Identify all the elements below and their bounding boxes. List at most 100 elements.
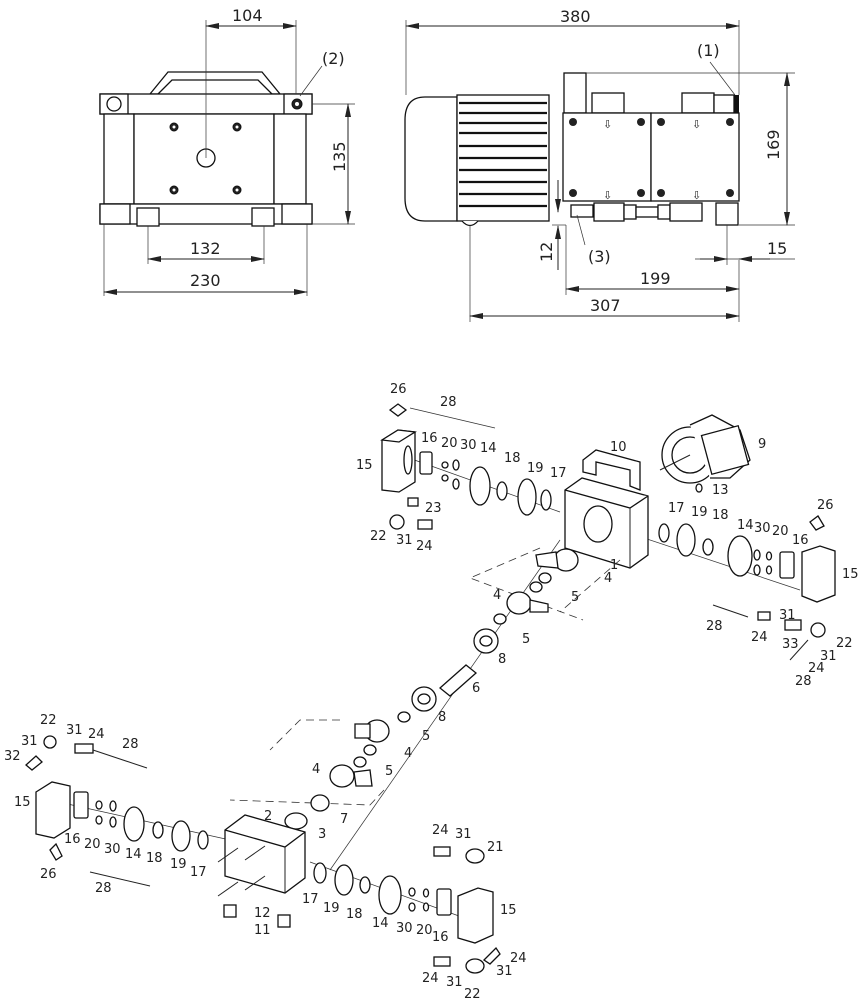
part-label-24: 24 [432,823,449,838]
pump-head-left [562,112,652,202]
bracket-10 [582,449,641,491]
part-label-4: 4 [604,571,612,586]
part-label-14: 14 [480,441,497,456]
part-label-18: 18 [504,451,521,466]
part-label-4: 4 [312,762,320,777]
part-label-10: 10 [610,440,627,455]
part-label-22: 22 [370,529,387,544]
part-label-18: 18 [712,508,729,523]
part-label-5: 5 [522,632,530,647]
part-label-12: 12 [254,906,271,921]
part-label-15: 15 [842,567,859,582]
part-label-31: 31 [779,608,796,623]
part-label-31: 31 [66,723,83,738]
part-label-22: 22 [40,713,57,728]
part-label-5: 5 [385,764,393,779]
part-label-32: 32 [4,749,21,764]
part-label-5: 5 [422,729,430,744]
front-view: 104 135 132 230 (2) [99,6,355,296]
shaft-6 [438,664,478,697]
part-label-31: 31 [496,964,513,979]
part-label-31: 31 [820,649,837,664]
side-view: ⇩⇩ ⇩⇩ 380 169 12 (3) (1) 15 199 [404,7,795,322]
part-label-15: 15 [356,458,373,473]
part-label-19: 19 [691,505,708,520]
part-label-16: 16 [421,431,438,446]
part-label-28: 28 [795,674,812,689]
svg-text:⇩: ⇩ [603,118,612,131]
part-label-15: 15 [14,795,31,810]
part-label-24: 24 [751,630,768,645]
part-label-7: 7 [340,812,348,827]
part-label-2: 2 [264,809,272,824]
part-label-8: 8 [438,710,446,725]
part-label-20: 20 [416,923,433,938]
part-label-28: 28 [706,619,723,634]
part-label-28: 28 [122,737,139,752]
head-cover-15-lower-left [35,781,71,839]
callout-port-3: (3) [588,247,611,266]
part-label-19: 19 [527,461,544,476]
exploded-view: 26 28 16 20 30 14 18 19 17 15 23 22 31 2… [4,382,859,1002]
svg-text:⇩: ⇩ [603,189,612,202]
part-label-15: 15 [500,903,517,918]
part-label-24: 24 [422,971,439,986]
part-label-1: 1 [610,558,618,573]
part-label-26: 26 [390,382,407,397]
part-label-9: 9 [758,437,766,452]
dim-169: 169 [764,129,783,160]
dim-132: 132 [190,239,221,258]
head-cover-15-right [801,545,836,603]
part-label-4: 4 [404,746,412,761]
part-label-14: 14 [372,916,389,931]
part-label-4: 4 [493,588,501,603]
part-label-22: 22 [836,636,853,651]
part-label-16: 16 [792,533,809,548]
part-label-31: 31 [21,734,38,749]
part-label-23: 23 [425,501,442,516]
part-label-19: 19 [323,901,340,916]
part-label-24: 24 [808,661,825,676]
dim-135: 135 [330,141,349,172]
svg-text:⇩: ⇩ [692,189,701,202]
part-label-31: 31 [396,533,413,548]
part-label-8: 8 [498,652,506,667]
part-label-14: 14 [737,518,754,533]
part-label-16: 16 [64,832,81,847]
part-label-17: 17 [668,501,685,516]
part-label-22: 22 [464,987,481,1002]
part-label-17: 17 [550,466,567,481]
part-label-6: 6 [472,681,480,696]
callout-port-2: (2) [322,49,345,68]
dim-104: 104 [232,6,263,25]
part-label-19: 19 [170,857,187,872]
part-label-30: 30 [396,921,413,936]
part-label-16: 16 [432,930,449,945]
pump-head-right [650,112,740,202]
dim-12: 12 [537,242,556,262]
part-label-5: 5 [571,590,579,605]
part-label-28: 28 [95,881,112,896]
part-label-14: 14 [125,847,142,862]
part-label-26: 26 [817,498,834,513]
part-label-31: 31 [455,827,472,842]
part-label-28: 28 [440,395,457,410]
part-label-17: 17 [190,865,207,880]
dim-380: 380 [560,7,591,26]
part-label-30: 30 [754,521,771,536]
part-label-17: 17 [302,892,319,907]
dim-307: 307 [590,296,621,315]
part-label-13: 13 [712,483,729,498]
callout-port-1: (1) [697,41,720,60]
part-label-18: 18 [146,851,163,866]
motor-fan-cover [404,96,458,222]
part-label-24: 24 [88,727,105,742]
part-label-33: 33 [782,637,799,652]
part-label-20: 20 [84,837,101,852]
svg-text:⇩: ⇩ [692,118,701,131]
part-label-20: 20 [441,436,458,451]
dim-15: 15 [767,239,787,258]
part-label-3: 3 [318,827,326,842]
part-label-11: 11 [254,923,271,938]
